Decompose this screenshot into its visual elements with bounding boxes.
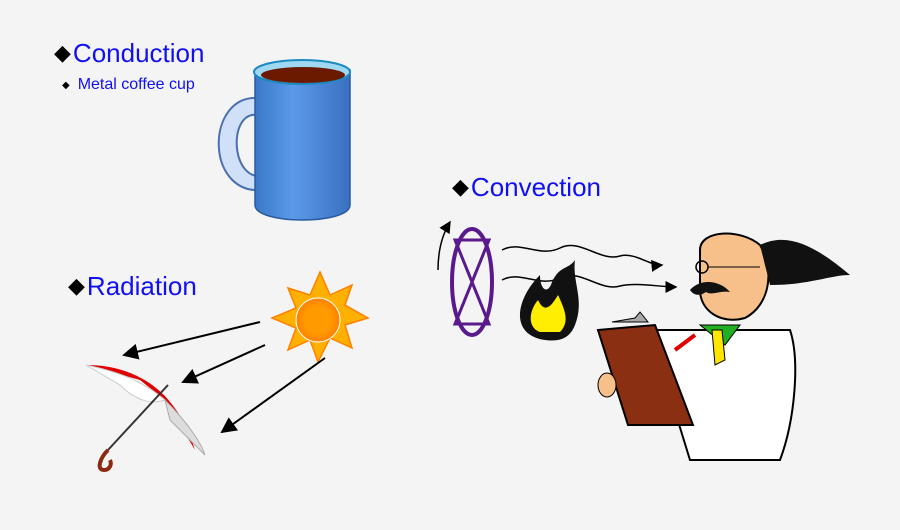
small-diamond-bullet-icon: ◆ [62,79,70,91]
convection-heading: ◆ Convection [452,174,601,200]
coffee-mug-icon [217,59,351,221]
radiation-title: Radiation [86,271,197,301]
metal-coffee-cup-label: Metal coffee cup [77,76,195,93]
umbrella-icon [85,364,206,473]
conduction-title: Conduction [72,38,205,68]
diamond-bullet-icon: ◆ [452,174,469,199]
conduction-subitem: ◆ Metal coffee cup [62,76,195,94]
scientist-icon [596,232,850,461]
conduction-heading: ◆ Conduction [54,40,204,66]
radiation-arrows [122,321,326,434]
sun-icon [270,270,370,364]
fan-icon [437,220,494,337]
convection-title: Convection [470,172,601,202]
diamond-bullet-icon: ◆ [54,40,71,65]
convection-air-arrows [501,244,678,293]
radiation-heading: ◆ Radiation [68,273,197,299]
flame-icon [520,260,579,341]
diamond-bullet-icon: ◆ [68,273,85,298]
